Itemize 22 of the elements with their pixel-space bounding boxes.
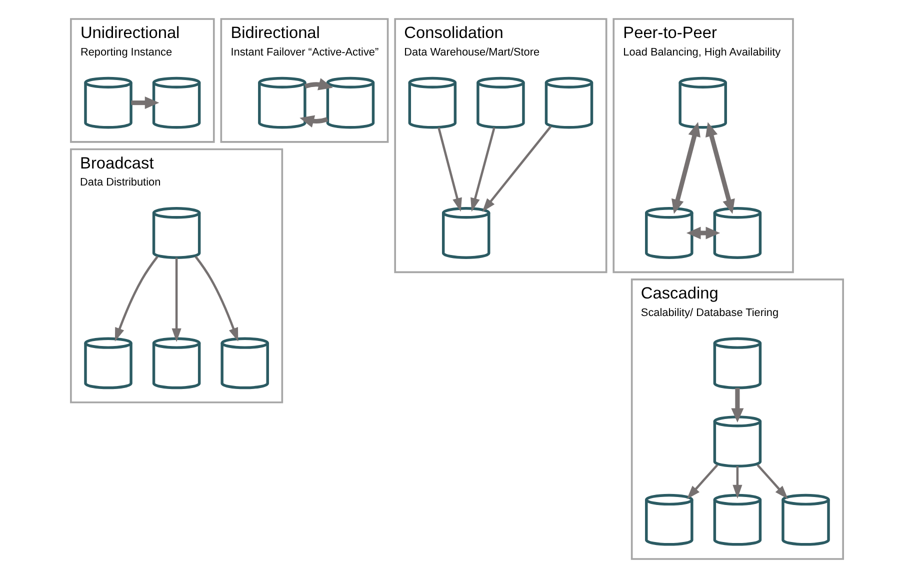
cluster: Cascading Scalability/ Database Tiering bbox=[630, 278, 844, 560]
arrow bbox=[731, 388, 744, 423]
arrow bbox=[482, 126, 552, 212]
cluster: Peer-to-Peer Load Balancing, High Availability bbox=[612, 18, 794, 274]
arrow bbox=[705, 122, 735, 214]
arrow bbox=[756, 464, 788, 500]
arrow bbox=[172, 258, 182, 342]
cluster: Broadcast Data Distribution bbox=[70, 148, 284, 404]
arrow bbox=[304, 78, 333, 90]
arrow bbox=[686, 464, 718, 500]
arrow bbox=[732, 466, 742, 499]
cluster: Bidirectional Instant Failover “Active-Active” bbox=[220, 18, 389, 143]
arrow bbox=[686, 226, 720, 240]
arrow bbox=[131, 96, 160, 110]
arrow bbox=[194, 256, 238, 342]
arrow bbox=[470, 127, 496, 212]
arrow bbox=[300, 115, 328, 128]
arrow bbox=[438, 127, 462, 212]
arrow bbox=[114, 256, 158, 342]
cluster: Consolidation Data Warehouse/Mart/Store bbox=[394, 18, 608, 274]
arrow bbox=[672, 122, 700, 214]
cluster: Unidirectional Reporting Instance bbox=[70, 18, 215, 143]
